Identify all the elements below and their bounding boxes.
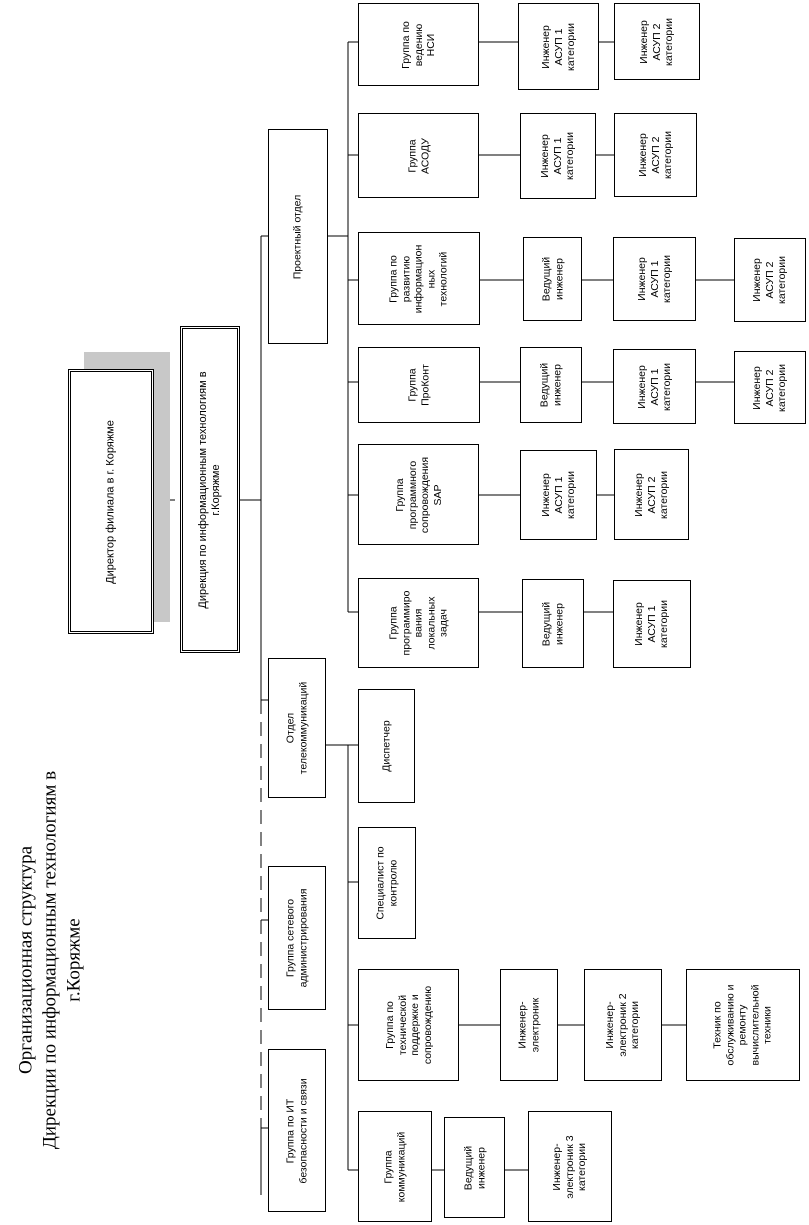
control-spec-box: Специалист по контролю <box>358 827 416 939</box>
directorate-box: Дирекция по информационным технологиям в… <box>180 326 240 653</box>
prokont-eng1-box: Инженер АСУП 1 категории <box>613 349 696 424</box>
comm-lead-label: Ведущий инженер <box>461 1145 487 1190</box>
project-dept-box: Проектный отдел <box>268 129 328 344</box>
support-tech-label: Техник по обслуживанию и ремонту вычисли… <box>711 984 774 1066</box>
nsi-eng2-label: Инженер АСУП 2 категории <box>638 17 676 66</box>
network-admin-label: Группа сетевого администрирования <box>284 888 309 988</box>
prokont-group-box: Группа ПроКонт <box>358 347 480 423</box>
it-dev-lead-box: Ведущий инженер <box>523 237 582 321</box>
it-dev-eng1-box: Инженер АСУП 1 категории <box>613 237 696 321</box>
nsi-group-label: Группа по ведению НСИ <box>399 20 437 69</box>
security-group-label: Группа по ИТ безопасности и связи <box>284 1077 309 1184</box>
support-electronic2-box: Инженер- электроник 2 категории <box>584 969 662 1081</box>
asodu-group-label: Группа АСОДУ <box>405 137 431 174</box>
prokont-lead-box: Ведущий инженер <box>520 347 582 423</box>
support-electronic-label: Инженер- электроник <box>516 997 541 1053</box>
comm-group-box: Группа коммуникаций <box>358 1111 432 1222</box>
security-group-box: Группа по ИТ безопасности и связи <box>268 1049 326 1212</box>
support-tech-box: Техник по обслуживанию и ремонту вычисли… <box>686 969 800 1081</box>
it-dev-group-box: Группа по развитию информацион ных техно… <box>358 232 480 325</box>
local-eng1-label: Инженер АСУП 1 категории <box>633 600 671 648</box>
asodu-eng1-box: Инженер АСУП 1 категории <box>520 113 596 199</box>
sap-eng1-label: Инженер АСУП 1 категории <box>539 471 577 519</box>
sap-eng2-box: Инженер АСУП 2 категории <box>614 449 689 540</box>
sap-group-label: Группа программного сопровождения SAP <box>393 456 444 533</box>
comm-lead-box: Ведущий инженер <box>444 1117 505 1218</box>
nsi-group-box: Группа по ведению НСИ <box>358 3 479 86</box>
comm-electronic3-label: Инженер- электроник 3 категории <box>551 1134 589 1199</box>
local-eng1-box: Инженер АСУП 1 категории <box>613 580 691 668</box>
it-dev-lead-label: Ведущий инженер <box>539 256 565 302</box>
dispatcher-label: Диспетчер <box>380 720 393 772</box>
support-electronic2-label: Инженер- электроник 2 категории <box>604 993 642 1057</box>
sap-eng1-box: Инженер АСУП 1 категории <box>520 450 597 540</box>
dispatcher-box: Диспетчер <box>358 689 415 803</box>
sap-eng2-label: Инженер АСУП 2 категории <box>632 470 670 519</box>
asodu-group-box: Группа АСОДУ <box>358 113 479 198</box>
local-lead-label: Ведущий инженер <box>540 601 565 646</box>
prokont-eng2-label: Инженер АСУП 2 категории <box>751 363 789 412</box>
prokont-group-label: Группа ПроКонт <box>406 364 431 406</box>
network-admin-box: Группа сетевого администрирования <box>268 866 326 1010</box>
it-dev-eng1-label: Инженер АСУП 1 категории <box>635 255 673 303</box>
prokont-lead-label: Ведущий инженер <box>538 362 563 408</box>
local-group-label: Группа программиро вания локальных задач <box>387 590 450 656</box>
support-group-label: Группа по технической поддержке и сопров… <box>383 985 434 1065</box>
project-dept-label: Проектный отдел <box>291 194 304 279</box>
sap-group-box: Группа программного сопровождения SAP <box>358 444 479 545</box>
director-label: Директор филиала в г. Коряжме <box>104 419 117 584</box>
nsi-eng1-box: Инженер АСУП 1 категории <box>518 3 599 90</box>
asodu-eng1-label: Инженер АСУП 1 категории <box>539 132 577 180</box>
prokont-eng1-label: Инженер АСУП 1 категории <box>635 362 673 411</box>
it-dev-eng2-box: Инженер АСУП 2 категории <box>734 238 806 322</box>
asodu-eng2-label: Инженер АСУП 2 категории <box>636 131 674 179</box>
support-group-box: Группа по технической поддержке и сопров… <box>358 969 459 1081</box>
director-box: Директор филиала в г. Коряжме <box>68 369 154 634</box>
telecom-dept-label: Отдел телекоммуникаций <box>284 681 309 775</box>
chart-title-area: Организационная структура Дирекции по ин… <box>0 700 100 1220</box>
local-group-box: Группа программиро вания локальных задач <box>358 578 479 668</box>
control-spec-label: Специалист по контролю <box>374 846 399 920</box>
it-dev-group-label: Группа по развитию информацион ных техно… <box>387 244 450 313</box>
asodu-eng2-box: Инженер АСУП 2 категории <box>614 113 697 197</box>
it-dev-eng2-label: Инженер АСУП 2 категории <box>751 256 789 304</box>
comm-group-label: Группа коммуникаций <box>382 1131 407 1202</box>
nsi-eng1-label: Инженер АСУП 1 категории <box>539 22 577 71</box>
chart-title: Организационная структура Дирекции по ин… <box>15 770 84 1150</box>
local-lead-box: Ведущий инженер <box>522 579 584 668</box>
directorate-label: Дирекция по информационным технологиям в… <box>196 370 222 609</box>
support-electronic-box: Инженер- электроник <box>500 969 558 1081</box>
prokont-eng2-box: Инженер АСУП 2 категории <box>734 351 806 424</box>
comm-electronic3-box: Инженер- электроник 3 категории <box>528 1111 612 1222</box>
nsi-eng2-box: Инженер АСУП 2 категории <box>614 3 700 80</box>
telecom-dept-box: Отдел телекоммуникаций <box>268 658 326 798</box>
